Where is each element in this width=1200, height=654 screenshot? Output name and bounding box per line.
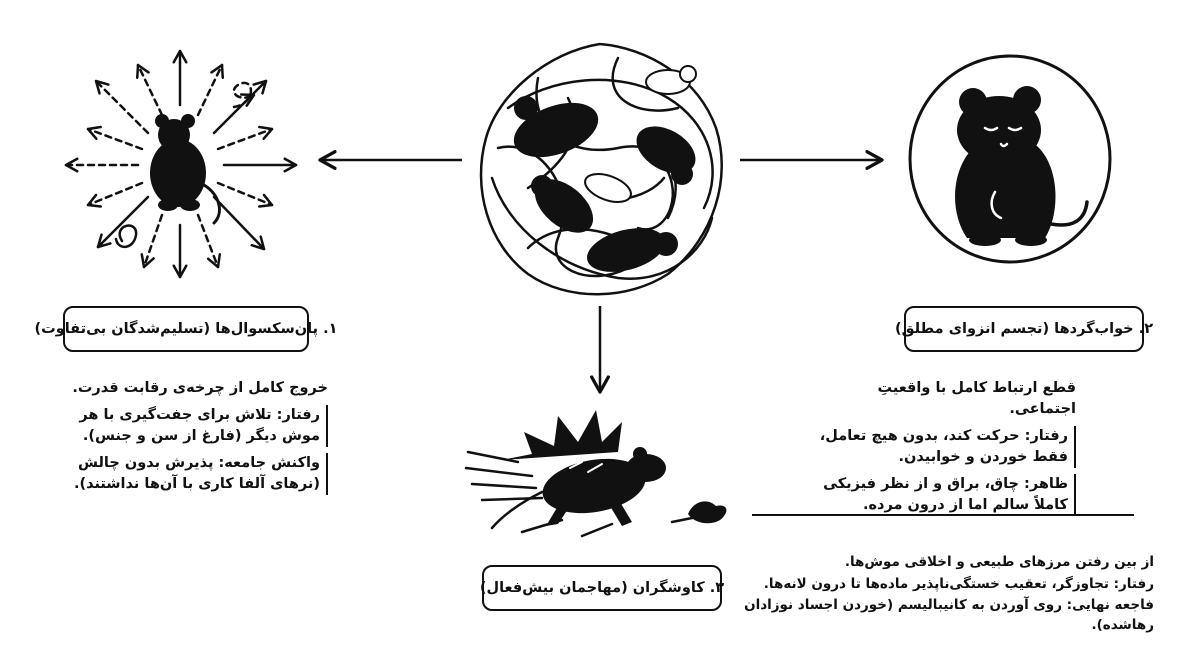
group1-summary: خروج کامل از چرخه‌ی رقابت قدرت. xyxy=(72,380,328,396)
group3-tragedy: فاجعه نهایی: روی آوردن به کانیبالیسم (خو… xyxy=(744,596,1154,633)
group3-behavior: رفتار: تجاوزگر، تعقیب خستگی‌ناپذیر ماده‌… xyxy=(763,576,1154,593)
aggressive-running-mouse-icon xyxy=(464,410,727,538)
group3-summary: از بین رفتن مرزهای طبیعی و اخلاقی موش‌ها… xyxy=(844,554,1154,570)
group3-label: ۳. کاوشگران (مهاجمان بیش‌فعال) xyxy=(480,565,724,611)
group1-behavior: رفتار: تلاش برای جفت‌گیری با هر موش دیگر… xyxy=(66,405,328,448)
group1-description: خروج کامل از چرخه‌ی رقابت قدرت. رفتار: ت… xyxy=(66,378,328,501)
group2-description: قطع ارتباط کامل با واقعیتِ اجتماعی. رفتا… xyxy=(806,378,1076,522)
mouse-with-scattered-arrows-icon xyxy=(64,49,298,279)
group2-appearance: ظاهر: چاق، براق و از نظر فیزیکی کاملاً س… xyxy=(806,474,1076,517)
group1-label: ۱. پان‌سکسوال‌ها (تسلیم‌شدگان بی‌تفاوت) xyxy=(35,306,337,352)
group2-label: ۲. خواب‌گردها (تجسم انزوای مطلق) xyxy=(895,306,1153,352)
group2-divider xyxy=(752,514,1134,516)
group1-social-reaction: واکنش جامعه: پذیرش بدون چالش (نرهای آلفا… xyxy=(66,453,328,496)
sleeping-mouse-in-circle-icon xyxy=(908,54,1112,264)
group2-summary: قطع ارتباط کامل با واقعیتِ اجتماعی. xyxy=(877,380,1076,418)
group2-behavior: رفتار: حرکت کند، بدون هیچ تعامل، فقط خور… xyxy=(806,426,1076,469)
tangled-mice-ball-icon xyxy=(479,42,723,296)
group3-description: از بین رفتن مرزهای طبیعی و اخلاقی موش‌ها… xyxy=(734,552,1154,635)
